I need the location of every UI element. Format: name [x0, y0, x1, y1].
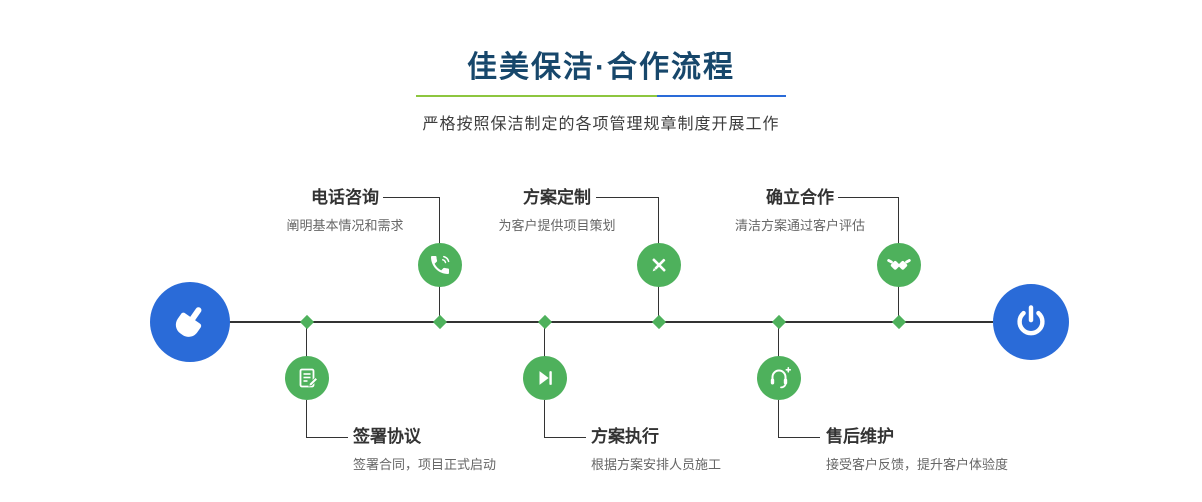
step-node-handshake: [877, 243, 921, 287]
timeline-node: [771, 314, 787, 330]
step-label-handshake: 确立合作 清洁方案通过客户评估: [705, 189, 895, 234]
timeline-line: [229, 321, 993, 323]
step-desc: 为客户提供项目策划: [498, 218, 616, 233]
step-label-design: 方案定制 为客户提供项目策划: [462, 189, 652, 234]
play-next-icon: [539, 371, 552, 385]
step-title: 电话咨询: [311, 188, 379, 207]
connector: [778, 322, 779, 357]
handshake-icon: [887, 259, 911, 270]
headset-icon: [770, 367, 791, 389]
page-title: 佳美保洁·合作流程: [467, 51, 735, 84]
step-node-execute: [523, 356, 567, 400]
timeline-end-endpoint: [993, 284, 1069, 360]
step-desc: 阐明基本情况和需求: [286, 218, 404, 233]
timeline-node: [651, 314, 667, 330]
connector: [898, 285, 899, 322]
step-node-phone: [418, 243, 462, 287]
step-node-support: [757, 356, 801, 400]
connector: [778, 400, 779, 438]
step-title: 确立合作: [766, 188, 834, 207]
connector: [439, 285, 440, 322]
step-title: 方案执行: [591, 427, 659, 446]
contract-icon: [299, 368, 319, 388]
step-node-contract: [285, 356, 329, 400]
connector: [838, 197, 898, 198]
connector: [658, 197, 659, 244]
step-desc: 签署合同，项目正式启动: [353, 457, 497, 472]
connector: [306, 322, 307, 357]
phone-icon: [431, 255, 450, 274]
divider-green-segment: [416, 95, 657, 97]
connector: [439, 197, 440, 244]
design-tools-icon: [652, 258, 666, 272]
connector: [778, 437, 820, 438]
connector: [383, 197, 439, 198]
step-label-execute: 方案执行 根据方案安排人员施工: [591, 428, 721, 473]
step-label-contract: 签署协议 签署合同，项目正式启动: [353, 428, 496, 473]
connector: [658, 285, 659, 322]
step-title: 售后维护: [826, 427, 894, 446]
timeline-start-endpoint: [150, 282, 230, 362]
step-desc: 根据方案安排人员施工: [591, 457, 722, 472]
step-title: 签署协议: [353, 427, 421, 446]
step-desc: 接受客户反馈，提升客户体验度: [826, 457, 1009, 472]
divider-blue-segment: [656, 95, 786, 97]
timeline-node: [299, 314, 315, 330]
pointer-hand-icon: [175, 307, 202, 337]
power-icon: [1017, 305, 1045, 336]
step-title: 方案定制: [523, 188, 591, 207]
title-divider: [416, 95, 786, 97]
connector: [306, 437, 348, 438]
connector: [898, 197, 899, 244]
step-desc: 清洁方案通过客户评估: [734, 218, 865, 233]
page-subtitle: 严格按照保洁制定的各项管理规章制度开展工作: [422, 116, 780, 133]
step-label-support: 售后维护 接受客户反馈，提升客户体验度: [826, 428, 1008, 473]
connector: [544, 437, 586, 438]
step-label-phone: 电话咨询 阐明基本情况和需求: [250, 189, 440, 234]
timeline-node: [432, 314, 448, 330]
connector: [544, 400, 545, 438]
connector: [544, 322, 545, 357]
connector: [596, 197, 658, 198]
step-node-design: [637, 243, 681, 287]
connector: [306, 400, 307, 438]
timeline-node: [537, 314, 553, 330]
timeline-node: [891, 314, 907, 330]
